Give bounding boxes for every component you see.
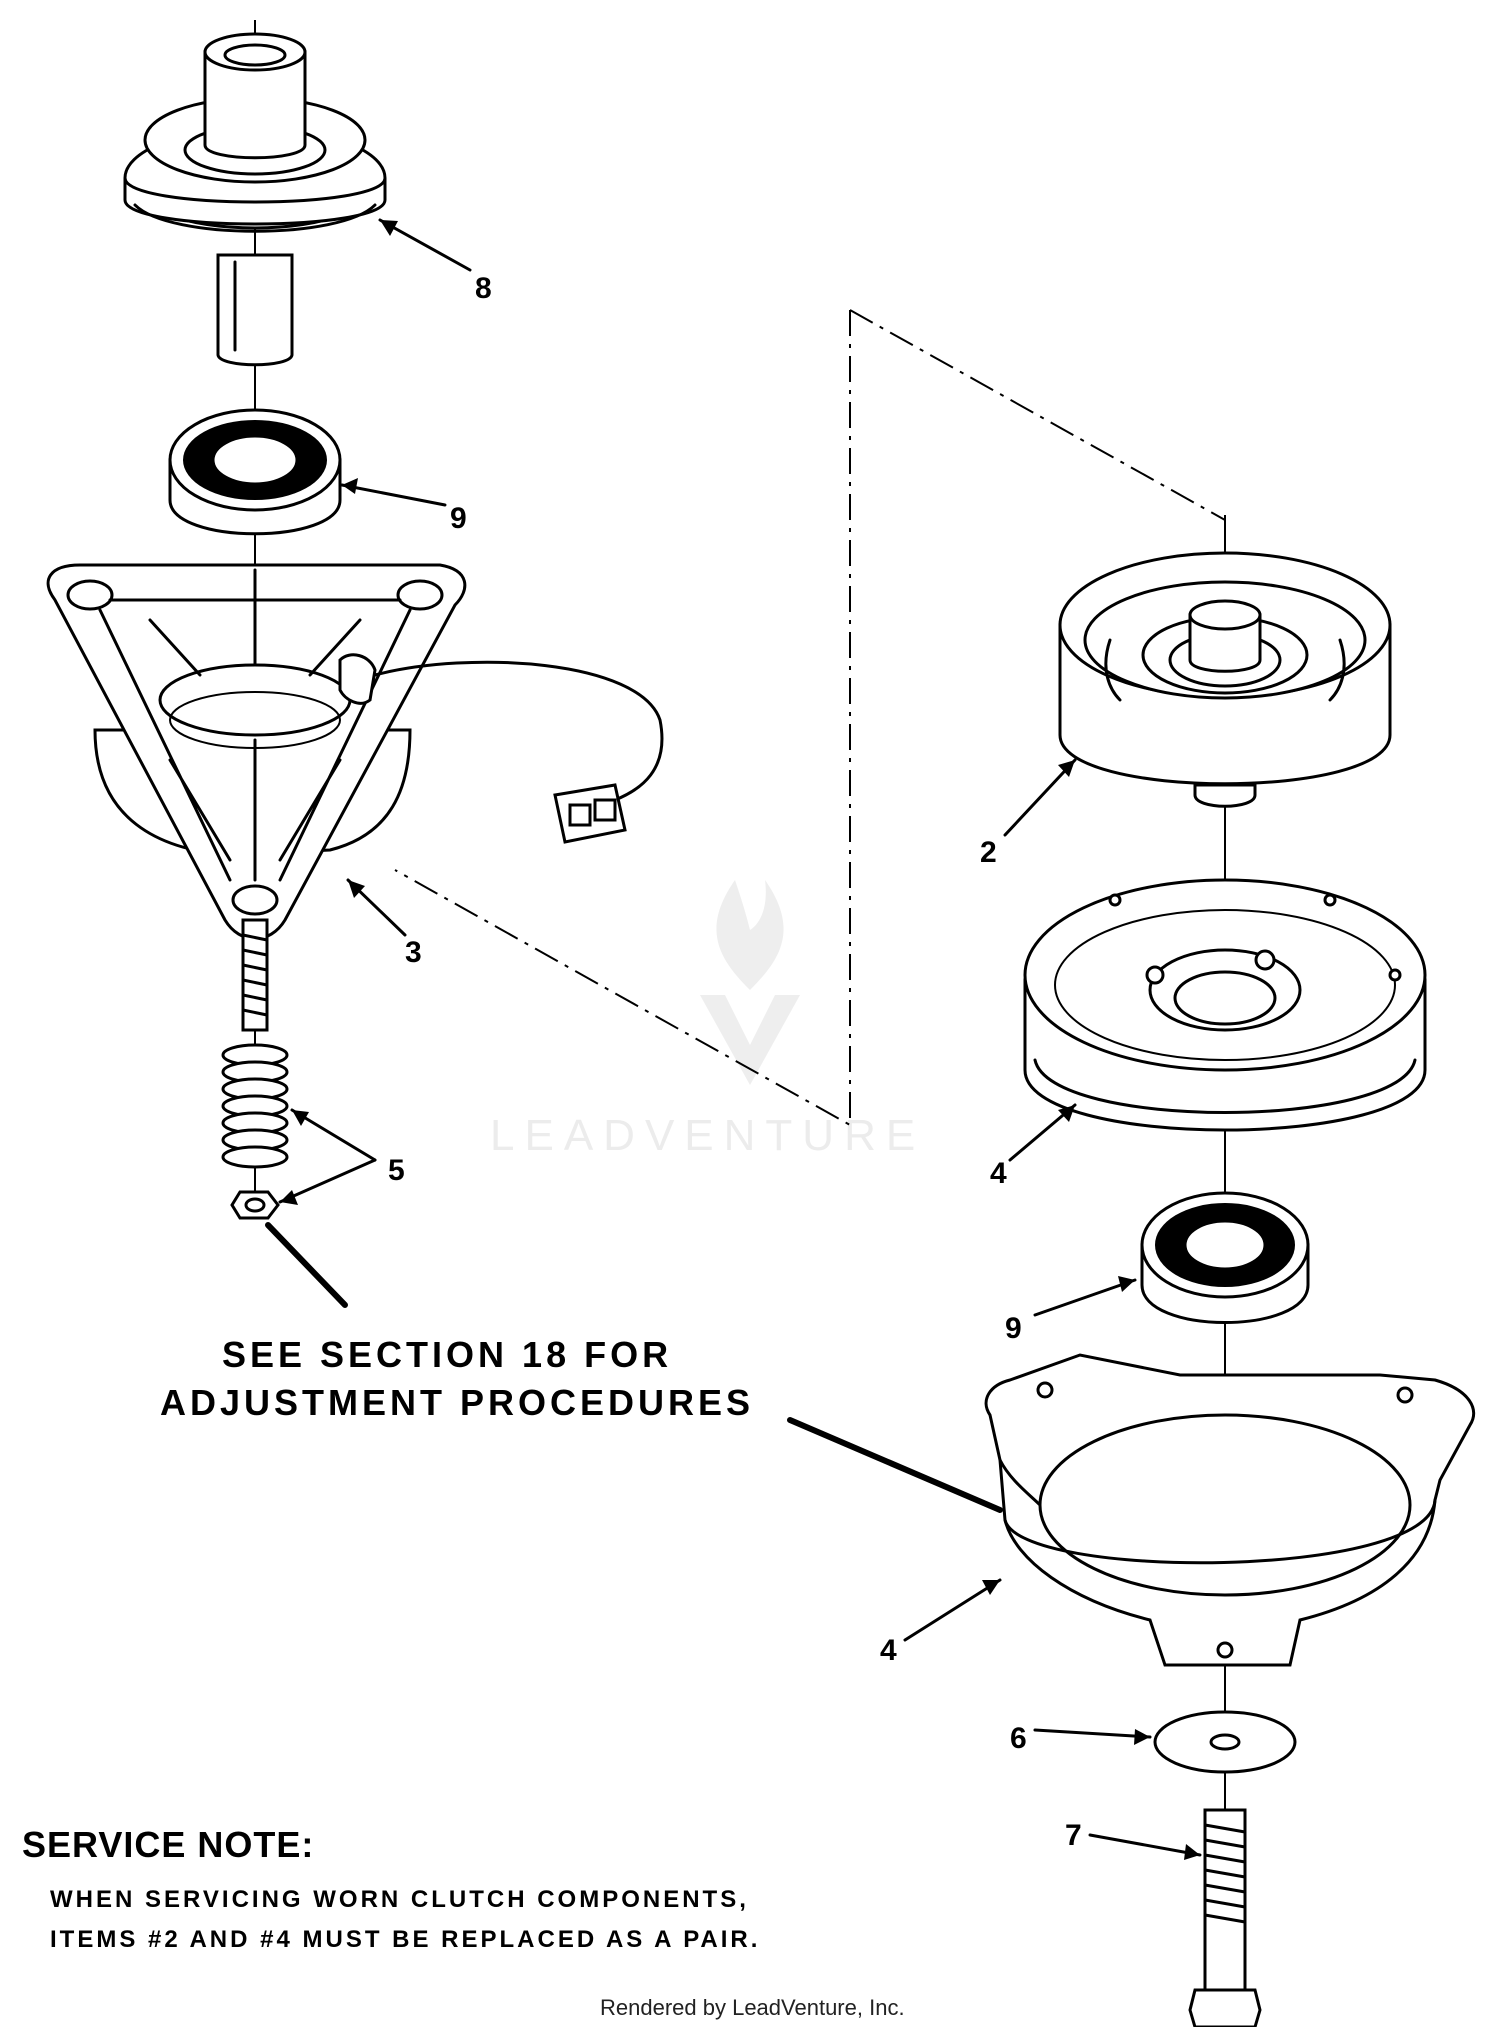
callout-7: 7 <box>1065 1819 1082 1852</box>
part-3-field-coil-bracket <box>46 563 664 941</box>
part-6-washer <box>1153 1710 1297 1774</box>
part-7-bolt <box>1188 1808 1262 2027</box>
callout-4-upper: 4 <box>990 1157 1007 1190</box>
section-note-line2: ADJUSTMENT PROCEDURES <box>160 1382 754 1423</box>
callout-5: 5 <box>388 1154 405 1187</box>
part-4-pulley-housing <box>1023 878 1427 1132</box>
section-note-line1: SEE SECTION 18 FOR <box>222 1334 672 1375</box>
callout-leaders <box>265 218 1202 1860</box>
callout-2: 2 <box>980 836 997 869</box>
callout-4-lower: 4 <box>880 1634 897 1667</box>
service-note-line1: WHEN SERVICING WORN CLUTCH COMPONENTS, <box>50 1886 749 1913</box>
part-9-bearing-lower <box>1140 1191 1310 1324</box>
dashed-wire-route <box>394 309 1226 1127</box>
service-note-line2: ITEMS #2 AND #4 MUST BE REPLACED AS A PA… <box>50 1926 760 1953</box>
part-5-stud-spring-nut <box>221 918 289 1220</box>
part-2-armature <box>1058 551 1392 808</box>
part-9-bearing-upper <box>168 408 342 536</box>
leadventure-watermark: LEADVENTURE <box>490 880 925 1160</box>
part-8-pulley-shaft <box>123 32 387 367</box>
part-4-shield <box>984 1353 1476 1667</box>
footer-credit: Rendered by LeadVenture, Inc. <box>600 1995 905 2020</box>
callout-8: 8 <box>475 272 492 305</box>
callout-9-lower: 9 <box>1005 1312 1022 1345</box>
callout-9-upper: 9 <box>450 502 467 535</box>
watermark-text: LEADVENTURE <box>490 1111 925 1160</box>
callout-3: 3 <box>405 936 422 969</box>
service-note-title: SERVICE NOTE: <box>22 1824 314 1865</box>
callout-6: 6 <box>1010 1722 1027 1755</box>
